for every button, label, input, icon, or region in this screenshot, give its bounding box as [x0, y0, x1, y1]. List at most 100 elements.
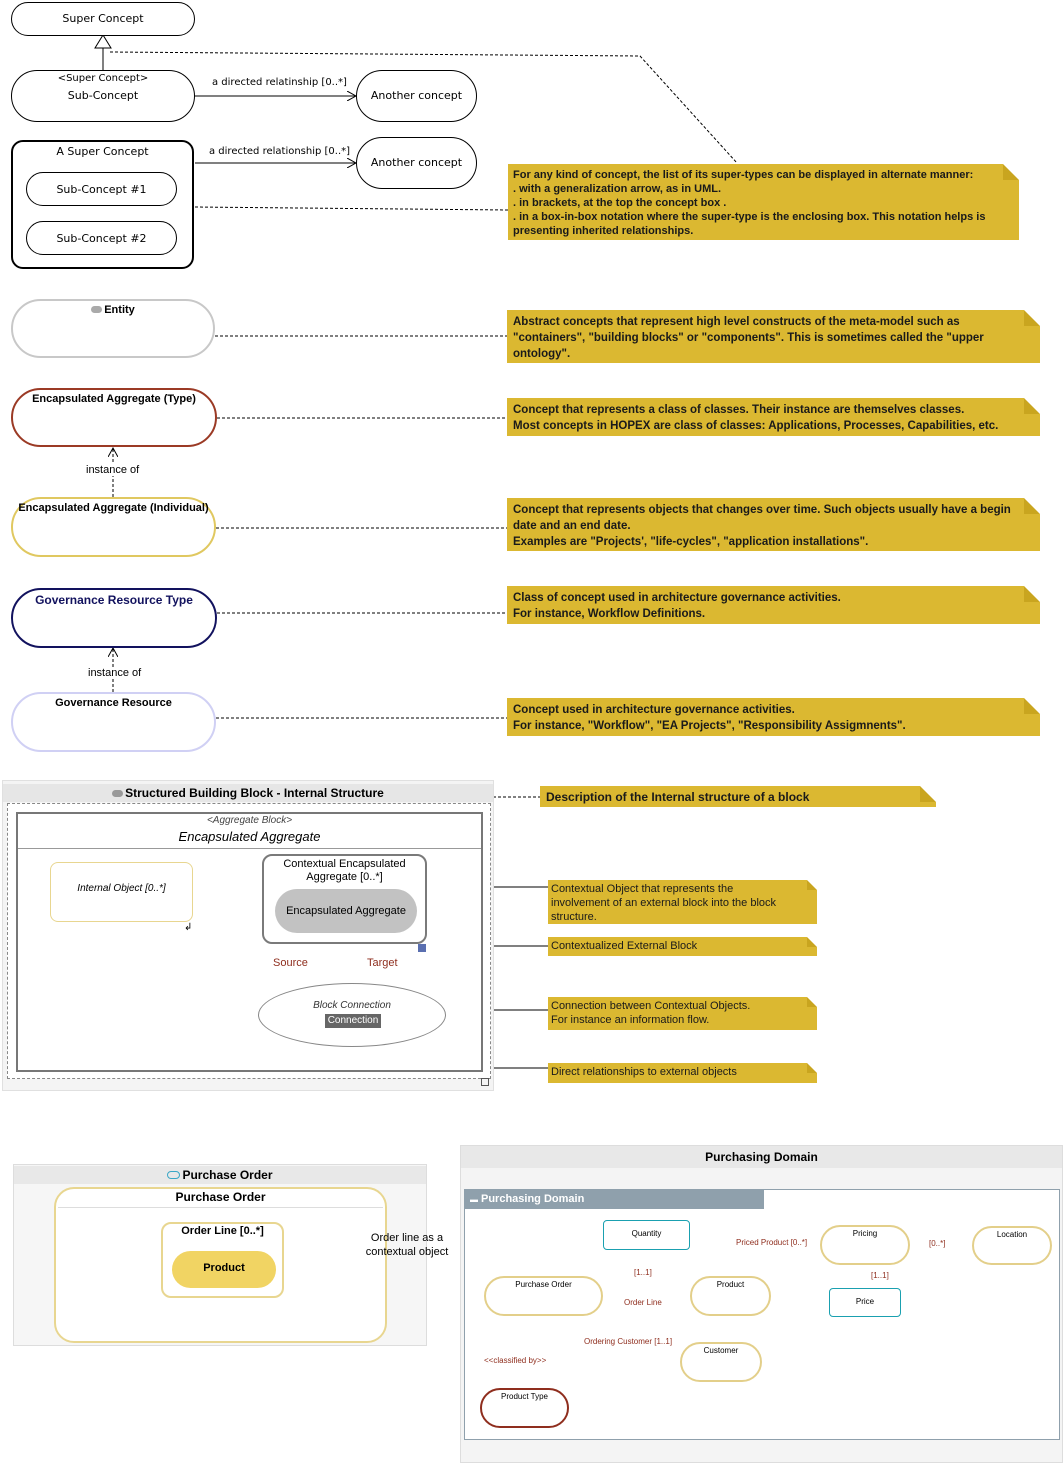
customer-node[interactable]: Customer: [680, 1342, 762, 1382]
contextual-object-note: Contextual Object that represents the in…: [548, 880, 817, 924]
product-node[interactable]: Product: [690, 1276, 771, 1316]
governance-type-note: Class of concept used in architecture go…: [507, 586, 1040, 624]
order-line-box[interactable]: Order Line [0..*] Product: [161, 1222, 284, 1298]
governance-type-label: Governance Resource Type: [35, 593, 193, 607]
governance-resource-label: Governance Resource: [55, 697, 172, 709]
product-node-label: Product: [716, 1280, 745, 1289]
note-line: For instance, Workflow Definitions.: [513, 608, 706, 620]
a-super-concept-box[interactable]: A Super Concept Sub-Concept #1 Sub-Conce…: [11, 140, 194, 269]
sub-concept-box[interactable]: <Super Concept> Sub-Concept: [11, 70, 195, 122]
another-concept-box-2[interactable]: Another concept: [356, 137, 477, 189]
domain-tab-label: Purchasing Domain: [481, 1193, 585, 1205]
ordering-customer-label: Ordering Customer [1..1]: [584, 1337, 673, 1346]
sub-concept-1-label: Sub-Concept #1: [56, 183, 147, 196]
sub-concept-1-box[interactable]: Sub-Concept #1: [26, 172, 177, 206]
product-inner-box[interactable]: Product: [172, 1251, 276, 1288]
instance-of-label-2: instance of: [88, 667, 142, 679]
another-concept-label-2: Another concept: [370, 156, 463, 169]
domain-tab[interactable]: ▬Purchasing Domain: [464, 1189, 764, 1209]
inner-encapsulated-box[interactable]: Encapsulated Aggregate: [275, 889, 417, 933]
block-icon: [112, 790, 124, 797]
note-connector-2: [194, 206, 509, 211]
note-line: date and an end date.: [513, 520, 631, 532]
note-line: . with a generalization arrow, as in UML…: [513, 183, 722, 195]
domain-tab-icon: ▬: [470, 1195, 478, 1204]
purchase-order-title-text: Purchase Order: [182, 1168, 273, 1182]
block-divider: [18, 848, 481, 849]
product-type-node[interactable]: Product Type: [480, 1388, 569, 1428]
sub-concept-2-box[interactable]: Sub-Concept #2: [26, 221, 177, 255]
note-line: . in brackets, at the top the concept bo…: [513, 197, 727, 209]
encapsulated-type-note: Concept that represents a class of class…: [507, 398, 1040, 436]
customer-node-label: Customer: [703, 1346, 739, 1355]
direct-relationship-note: Direct relationships to external objects: [548, 1063, 817, 1083]
link-corner-icon: ↲: [184, 922, 193, 933]
inner-encapsulated-label: Encapsulated Aggregate: [286, 905, 406, 917]
external-block-note: Contextualized External Block: [548, 937, 817, 956]
block-connection-ellipse[interactable]: Block Connection Connection: [258, 983, 446, 1047]
note-line: Abstract concepts that represent high le…: [513, 316, 960, 328]
block-connection-label: Block Connection: [313, 1000, 391, 1011]
contextual-label-2: Aggregate [0..*]: [306, 871, 383, 883]
purchase-order-box-title: Purchase Order: [175, 1190, 266, 1204]
pricing-node-label: Pricing: [852, 1229, 878, 1238]
note-line: Class of concept used in architecture go…: [513, 592, 841, 604]
note-connector-1: [109, 51, 738, 164]
order-line-rel-label: Order Line: [624, 1298, 662, 1307]
expand-icon[interactable]: [481, 1078, 489, 1086]
another-concept-label-1: Another concept: [370, 89, 463, 102]
governance-resource-box[interactable]: Governance Resource: [11, 692, 216, 752]
sub-concept-2-label: Sub-Concept #2: [56, 232, 147, 245]
price-node[interactable]: Price: [829, 1288, 901, 1317]
product-inner-label: Product: [203, 1262, 245, 1274]
note-line: involvement of an external block into th…: [551, 897, 777, 909]
note-line: structure.: [551, 911, 597, 923]
pricing-node[interactable]: Pricing: [820, 1225, 910, 1265]
relationship-label-2: a directed relationship [0..*]: [209, 146, 351, 157]
a-super-concept-label: A Super Concept: [56, 145, 149, 158]
connection-note: Connection between Contextual Objects. F…: [548, 997, 817, 1030]
external-marker-icon: [418, 944, 426, 952]
note-line: For instance, "Workflow", "EA Projects",…: [513, 720, 906, 732]
note-line: Connection between Contextual Objects.: [551, 1000, 751, 1012]
internal-object-label: Internal Object [0..*]: [77, 883, 166, 894]
quantity-box[interactable]: Quantity: [603, 1220, 690, 1250]
contextual-encapsulated-box[interactable]: Contextual Encapsulated Aggregate [0..*]…: [262, 854, 427, 944]
purchase-order-icon: [167, 1171, 181, 1179]
structured-block-title-text: Structured Building Block - Internal Str…: [125, 786, 384, 800]
block-description-note: Description of the Internal structure of…: [540, 786, 936, 807]
location-node[interactable]: Location: [972, 1226, 1052, 1265]
entity-box[interactable]: Entity: [11, 299, 215, 358]
encapsulated-type-label: Encapsulated Aggregate (Type): [32, 393, 196, 405]
encapsulated-type-box[interactable]: Encapsulated Aggregate (Type): [11, 388, 217, 447]
sub-concept-stereotype: <Super Concept>: [57, 73, 149, 84]
entity-title: Entity: [13, 304, 213, 316]
encapsulated-individual-box[interactable]: Encapsulated Aggregate (Individual): [11, 497, 216, 557]
note-line: Contextual Object that represents the: [551, 883, 734, 895]
note-line: For instance an information flow.: [551, 1014, 710, 1026]
aggregate-block-name: Encapsulated Aggregate: [178, 829, 321, 844]
note-line: . in a box-in-box notation where the sup…: [513, 211, 986, 223]
note-line: Most concepts in HOPEX are class of clas…: [513, 420, 999, 432]
another-concept-box-1[interactable]: Another concept: [356, 70, 477, 122]
priced-product-label: Priced Product [0..*]: [736, 1238, 808, 1247]
contextual-label-1: Contextual Encapsulated: [283, 858, 406, 870]
encapsulated-individual-label: Encapsulated Aggregate (Individual): [18, 502, 209, 514]
quantity-label: Quantity: [631, 1229, 662, 1238]
target-label: Target: [367, 957, 398, 969]
internal-object-box[interactable]: Internal Object [0..*]: [50, 862, 193, 922]
aggregate-block-stereotype: <Aggregate Block>: [206, 815, 293, 826]
note-line: Concept that represents a class of class…: [513, 404, 965, 416]
super-concept-label: Super Concept: [62, 12, 144, 25]
relationship-label-1: a directed relatinship [0..*]: [212, 77, 347, 88]
purchase-order-panel-title: Purchase Order: [14, 1166, 426, 1184]
location-node-label: Location: [996, 1230, 1028, 1239]
note-line: ontology".: [513, 348, 571, 360]
product-type-node-label: Product Type: [501, 1392, 548, 1401]
generalization-triangle-icon: [94, 34, 112, 49]
instance-of-label-1: instance of: [86, 464, 140, 476]
super-concept-box[interactable]: Super Concept: [11, 2, 195, 36]
source-label: Source: [273, 957, 308, 969]
purchase-order-node[interactable]: Purchase Order: [484, 1276, 603, 1316]
governance-type-box[interactable]: Governance Resource Type: [11, 588, 217, 648]
